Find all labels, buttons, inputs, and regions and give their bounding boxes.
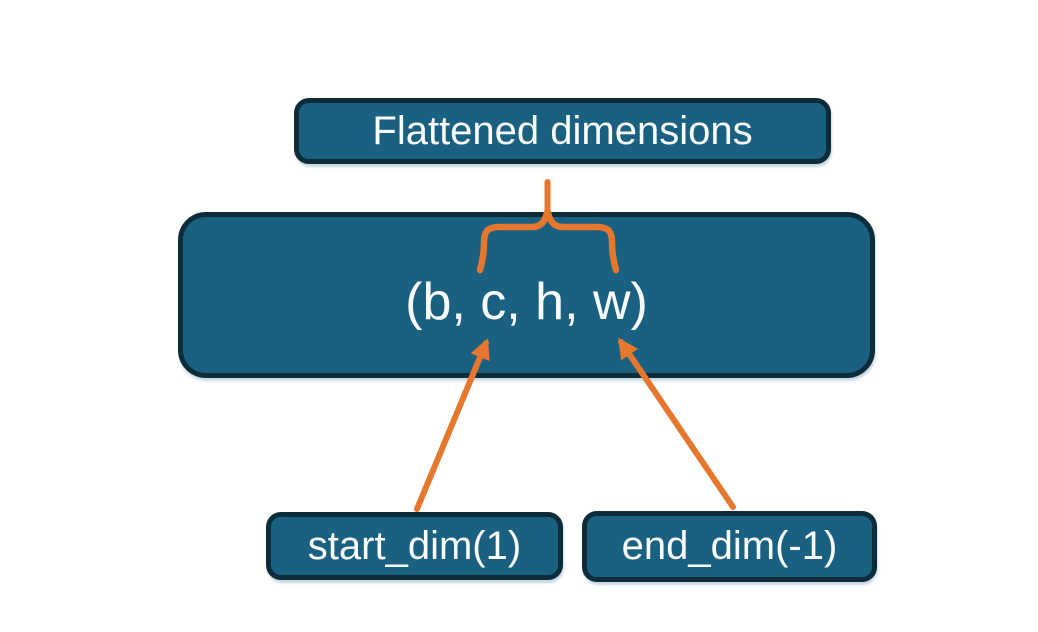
- node-start-dim-label: start_dim(1): [307, 523, 522, 568]
- node-end-dim: end_dim(-1): [582, 511, 877, 582]
- node-start-dim: start_dim(1): [266, 512, 563, 580]
- node-end-dim-label: end_dim(-1): [621, 524, 838, 568]
- node-flattened-dimensions-label: Flattened dimensions: [372, 108, 753, 153]
- node-tensor-shape: (b, c, h, w): [178, 212, 875, 378]
- node-tensor-shape-label: (b, c, h, w): [405, 273, 648, 331]
- node-flattened-dimensions: Flattened dimensions: [294, 98, 831, 164]
